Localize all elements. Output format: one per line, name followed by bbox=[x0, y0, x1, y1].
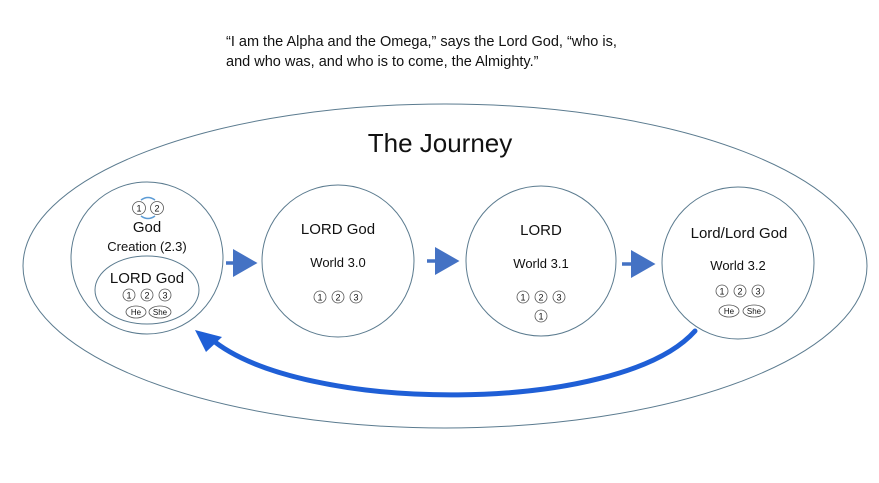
tag-badge bbox=[148, 305, 172, 319]
number-badge-label: 2 bbox=[737, 287, 742, 297]
number-badge-label: 2 bbox=[335, 293, 340, 303]
number-badge-label: 2 bbox=[144, 291, 149, 301]
quote: “I am the Alpha and the Omega,” says the… bbox=[226, 32, 617, 72]
stage-subtitle: Creation (2.3) bbox=[107, 239, 186, 254]
stage-lord: LORD World 3.1 1 2 3 1 bbox=[465, 185, 617, 337]
number-badge-label: 3 bbox=[755, 287, 760, 297]
stage-title: LORD bbox=[520, 222, 562, 239]
number-badge-label: 1 bbox=[719, 287, 724, 297]
number-badge bbox=[751, 284, 765, 298]
stage-title: God bbox=[133, 219, 161, 236]
number-badge-label: 1 bbox=[538, 312, 543, 322]
stage-lord-lord-god: Lord/Lord God World 3.2 1 2 3 He She bbox=[661, 186, 815, 340]
tag-badge bbox=[718, 304, 740, 318]
number-badge bbox=[534, 290, 548, 304]
tag-badge bbox=[125, 305, 147, 319]
return-arrow-icon bbox=[207, 328, 698, 398]
number-badge bbox=[313, 290, 327, 304]
stage-circle bbox=[261, 184, 415, 338]
number-badge bbox=[140, 288, 154, 302]
quote-line-1: “I am the Alpha and the Omega,” says the… bbox=[226, 34, 617, 50]
tag-badge-label: She bbox=[747, 307, 762, 316]
number-badge bbox=[150, 201, 164, 215]
number-badge bbox=[715, 284, 729, 298]
stage-subtitle: World 3.2 bbox=[710, 258, 765, 273]
number-badge-label: 1 bbox=[520, 293, 525, 303]
number-badge-label: 2 bbox=[154, 204, 159, 214]
inner-ellipse bbox=[94, 255, 200, 325]
number-badge bbox=[122, 288, 136, 302]
outer-ellipse bbox=[22, 103, 868, 429]
stage-title: LORD God bbox=[301, 221, 375, 238]
diagram-title: The Journey bbox=[368, 128, 513, 158]
tag-badge bbox=[742, 304, 766, 318]
inner-title: LORD God bbox=[110, 270, 184, 287]
number-badge bbox=[158, 288, 172, 302]
stage-circle bbox=[661, 186, 815, 340]
tag-badge-label: He bbox=[724, 307, 735, 316]
number-badge bbox=[534, 309, 548, 323]
stage-title: Lord/Lord God bbox=[691, 225, 788, 242]
return-arrow-head-icon bbox=[195, 330, 222, 352]
number-badge bbox=[331, 290, 345, 304]
number-badge-label: 3 bbox=[353, 293, 358, 303]
number-badge-label: 1 bbox=[317, 293, 322, 303]
quote-line-2: and who was, and who is to come, the Alm… bbox=[226, 54, 539, 70]
number-badge-label: 2 bbox=[538, 293, 543, 303]
number-badge-label: 3 bbox=[556, 293, 561, 303]
number-badge bbox=[132, 201, 146, 215]
number-badge bbox=[349, 290, 363, 304]
stage-circle bbox=[70, 181, 224, 335]
stage-subtitle: World 3.0 bbox=[310, 255, 365, 270]
tag-badge-label: He bbox=[131, 308, 142, 317]
number-badge-label: 3 bbox=[162, 291, 167, 301]
stage-god: 1 2 God Creation (2.3) LORD God 1 2 3 He… bbox=[70, 181, 224, 335]
stage-subtitle: World 3.1 bbox=[513, 256, 568, 271]
number-badge bbox=[733, 284, 747, 298]
swap-arrow-icon bbox=[140, 196, 156, 201]
swap-arrow-icon bbox=[140, 215, 156, 220]
tag-badge-label: She bbox=[153, 308, 168, 317]
number-badge bbox=[552, 290, 566, 304]
stage-lord-god: LORD God World 3.0 1 2 3 bbox=[261, 184, 415, 338]
stage-circle bbox=[465, 185, 617, 337]
number-badge bbox=[516, 290, 530, 304]
number-badge-label: 1 bbox=[136, 204, 141, 214]
number-badge-label: 1 bbox=[126, 291, 131, 301]
